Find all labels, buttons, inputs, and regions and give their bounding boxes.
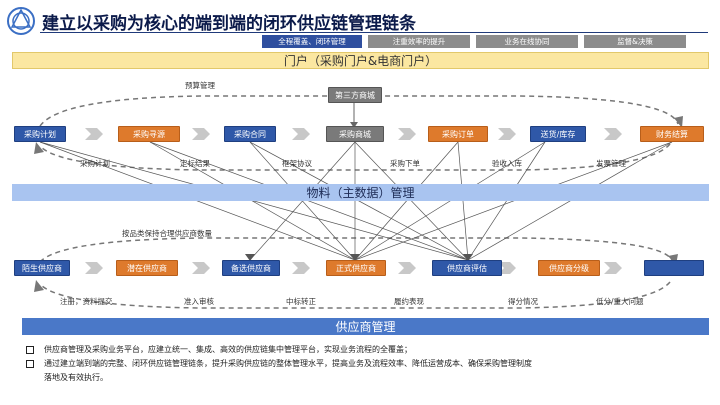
tab-online-collab[interactable]: 业务在线协同 bbox=[476, 35, 578, 48]
bullet-square-icon bbox=[26, 346, 34, 354]
node-settlement[interactable]: 财务结算 bbox=[640, 126, 704, 142]
label-invoice: 发票管理 bbox=[596, 159, 626, 168]
label-plan: 采购计划 bbox=[80, 159, 110, 168]
label-admission: 准入审核 bbox=[184, 297, 214, 306]
label-bid-result: 定标结果 bbox=[180, 159, 210, 168]
node-sourcing[interactable]: 采购寻源 bbox=[118, 126, 180, 142]
node-blank[interactable] bbox=[644, 260, 704, 276]
bullet-square-icon bbox=[26, 360, 34, 368]
node-mall[interactable]: 采购商城 bbox=[326, 126, 384, 142]
node-alternate-supplier[interactable]: 备选供应商 bbox=[222, 260, 280, 276]
bullet-list: 供应商管理及采购业务平台，应建立统一、集成、高效的供应链集中管理平台，实现业务流… bbox=[26, 343, 706, 385]
label-place-order: 采购下单 bbox=[390, 159, 420, 168]
title-underline bbox=[40, 32, 708, 33]
tab-bar: 全程覆盖、闭环管理 注重效率的提升 业务在线协同 监督&决策 bbox=[262, 35, 686, 48]
tab-supervision[interactable]: 监督&决策 bbox=[584, 35, 686, 48]
page-title: 建立以采购为核心的端到端的闭环供应链管理链条 bbox=[42, 14, 416, 34]
tab-full-coverage[interactable]: 全程覆盖、闭环管理 bbox=[262, 35, 362, 48]
bullet-item: 通过建立端到端的完整、闭环供应链管理链条，提升采购供应链的整体管理水平，提高业务… bbox=[26, 357, 706, 371]
label-register: 注册，资料提交 bbox=[60, 297, 113, 306]
label-score: 得分情况 bbox=[508, 297, 538, 306]
node-unknown-supplier[interactable]: 陌生供应商 bbox=[14, 260, 70, 276]
label-receipt: 验收入库 bbox=[492, 159, 522, 168]
portal-band: 门户（采购门户&电商门户） bbox=[12, 52, 709, 69]
label-win-bid: 中标转正 bbox=[286, 297, 316, 306]
node-order[interactable]: 采购订单 bbox=[428, 126, 488, 142]
node-supplier-grade[interactable]: 供应商分级 bbox=[538, 260, 600, 276]
label-low-score: 低分/重大问题 bbox=[596, 297, 644, 306]
node-delivery[interactable]: 送货/库存 bbox=[530, 126, 586, 142]
budget-label: 预算管理 bbox=[185, 81, 215, 90]
bullet-continuation: 落地及有效执行。 bbox=[44, 373, 108, 382]
pool-label: 按品类保持合理供应商数量 bbox=[122, 229, 212, 238]
label-framework: 框架协议 bbox=[282, 159, 312, 168]
tab-efficiency[interactable]: 注重效率的提升 bbox=[368, 35, 470, 48]
material-band: 物料（主数据）管理 bbox=[12, 184, 709, 201]
third-party-mall-node[interactable]: 第三方商城 bbox=[328, 87, 382, 103]
node-purchase-plan[interactable]: 采购计划 bbox=[14, 126, 66, 142]
bullet-item: 供应商管理及采购业务平台，应建立统一、集成、高效的供应链集中管理平台，实现业务流… bbox=[26, 343, 706, 357]
label-performance: 履约表现 bbox=[394, 297, 424, 306]
company-logo-icon bbox=[7, 7, 35, 35]
node-formal-supplier[interactable]: 正式供应商 bbox=[326, 260, 386, 276]
supplier-band: 供应商管理 bbox=[22, 318, 709, 335]
node-supplier-eval[interactable]: 供应商评估 bbox=[432, 260, 502, 276]
node-potential-supplier[interactable]: 潜在供应商 bbox=[116, 260, 178, 276]
node-contract[interactable]: 采购合同 bbox=[224, 126, 276, 142]
